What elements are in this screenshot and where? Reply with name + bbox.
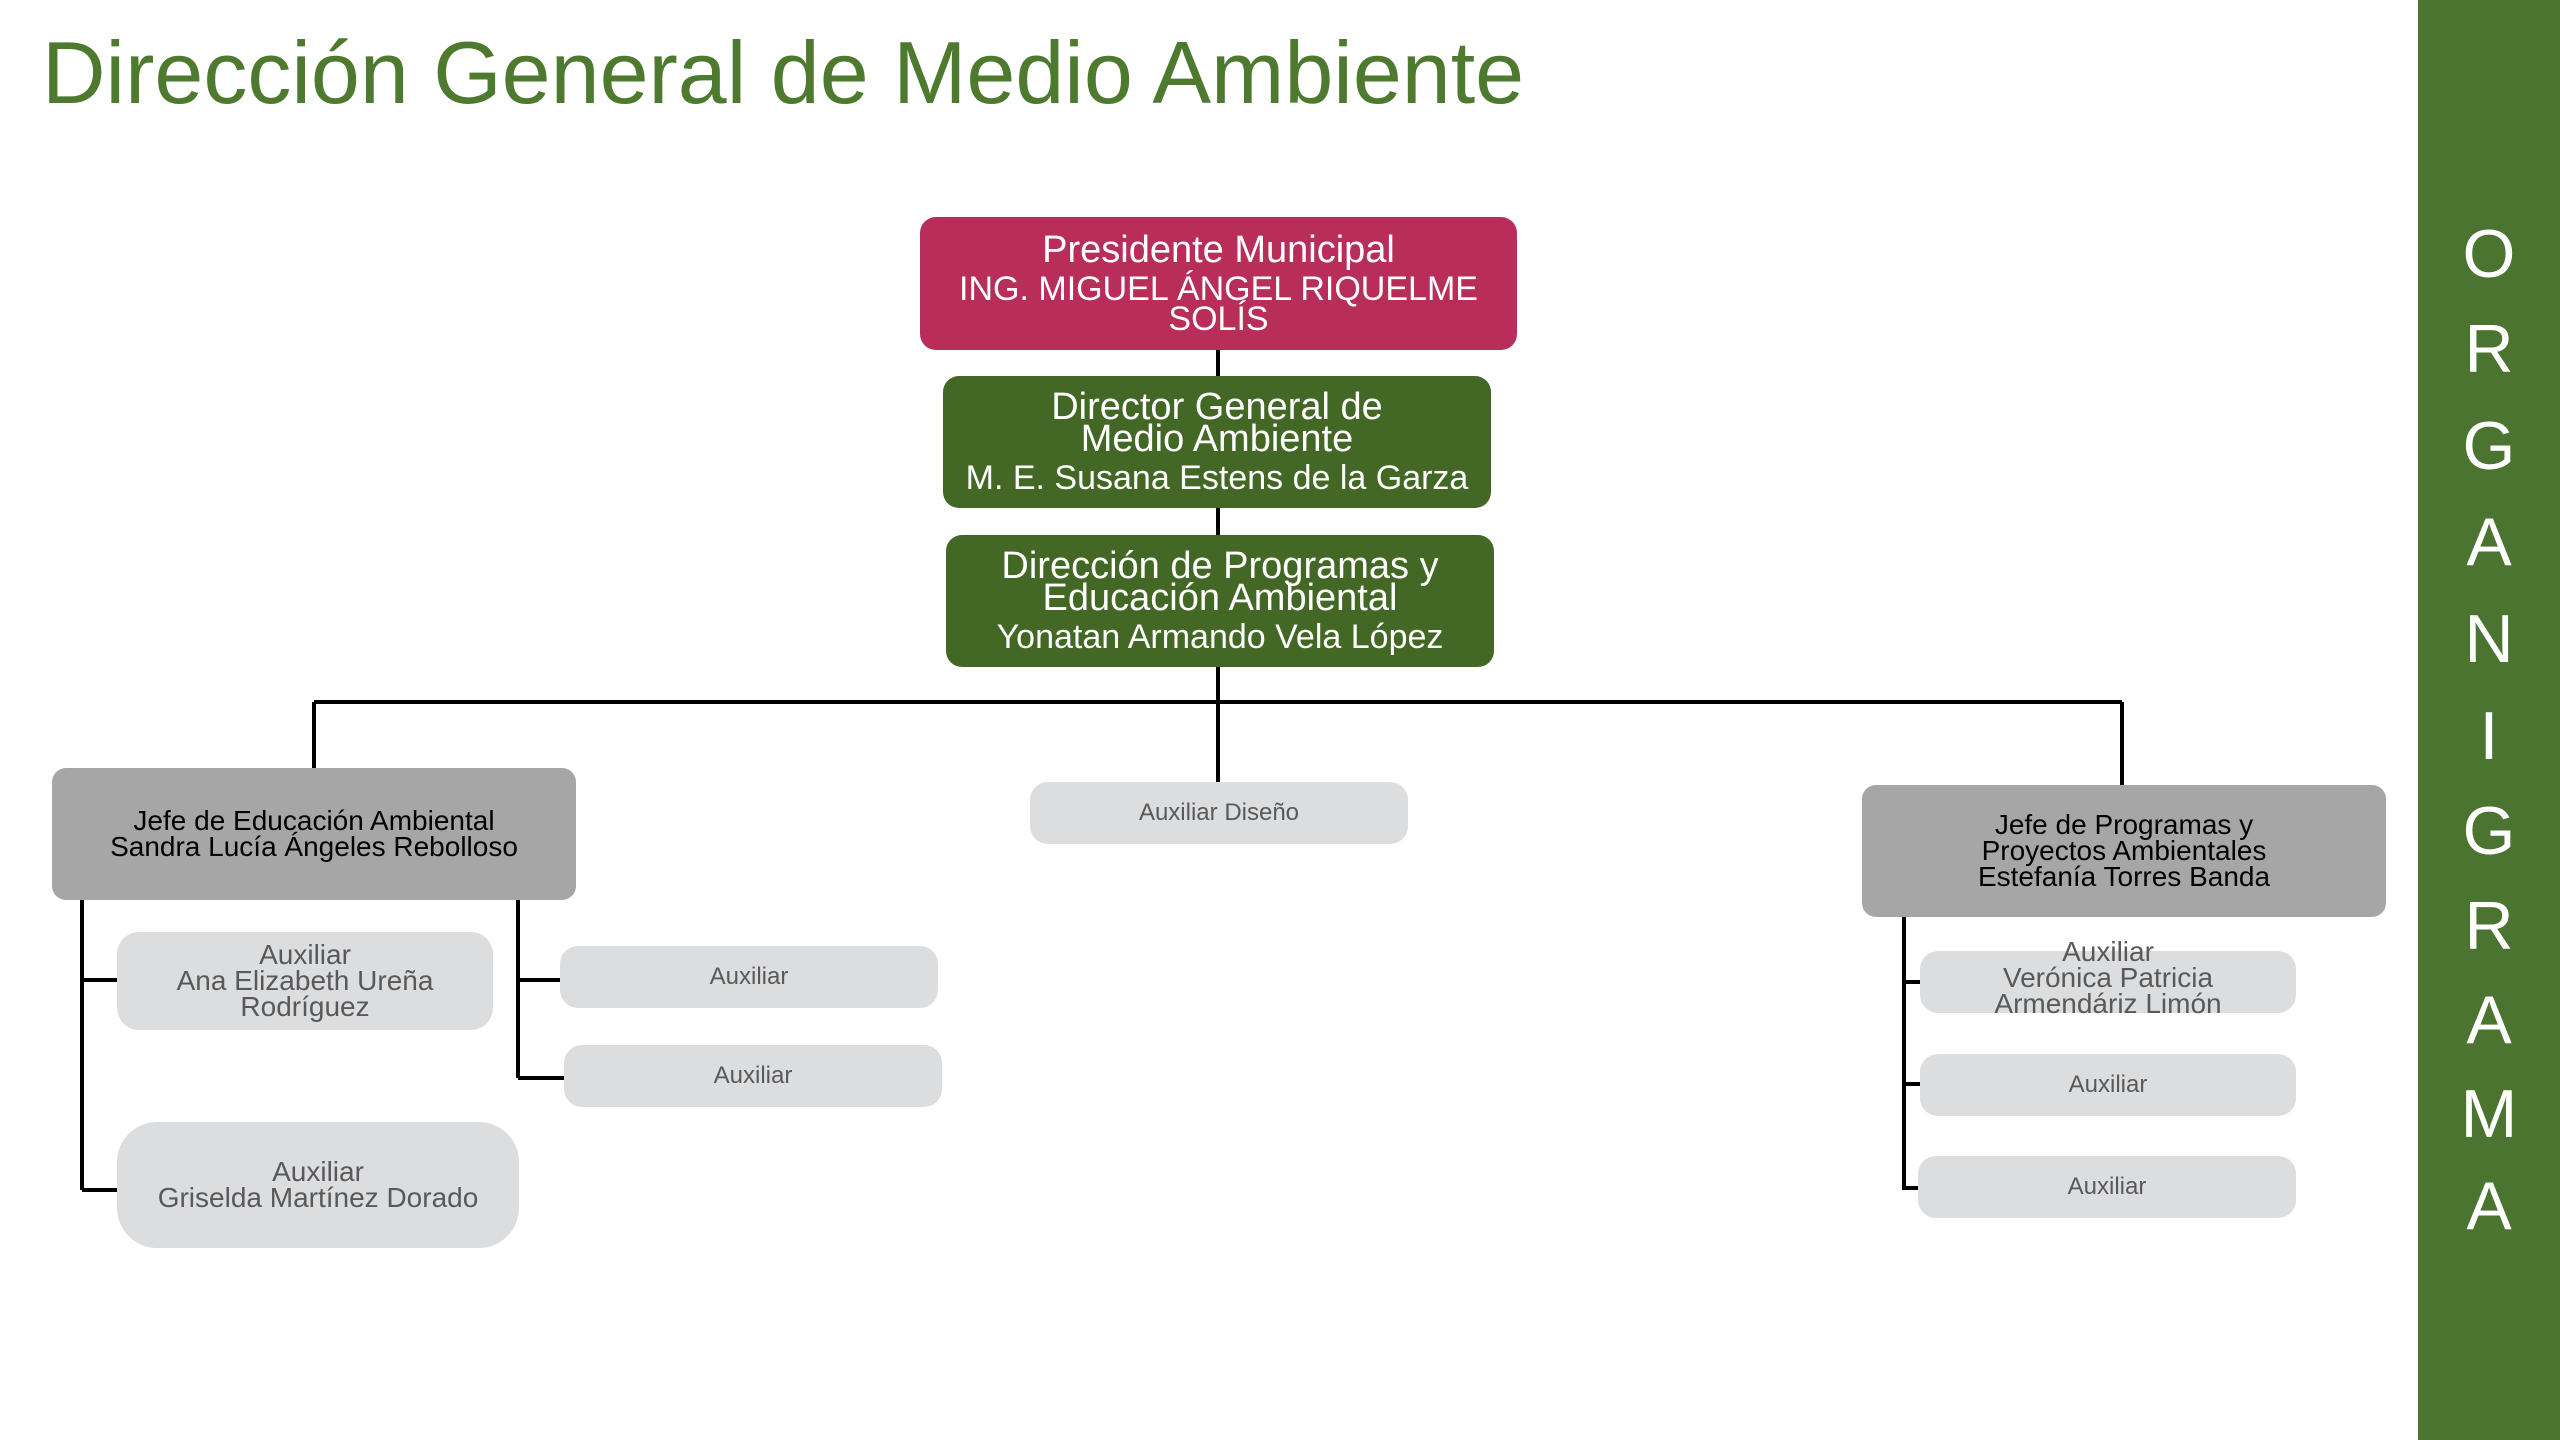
right-assistant-1-name: Verónica Patricia Armendáriz Limón [1994,962,2222,1019]
education-chief-box: Jefe de Educación Ambiental Sandra Lucía… [52,768,576,900]
sidebar-letter: A [2466,1168,2512,1244]
right-assistant-3-box: Auxiliar [1918,1156,2296,1218]
design-assistant-role: Auxiliar Diseño [1138,799,1300,826]
sidebar-letter: G [2462,793,2516,869]
right-assistant-1-role: Auxiliar [2062,936,2154,967]
right-assistant-3-role: Auxiliar [2067,1173,2147,1200]
programs-role: Dirección de Programas y Educación Ambie… [1001,545,1439,619]
organigrama-sidebar: O R G A N I G R A M A [2418,0,2560,1440]
director-name: M. E. Susana Estens de la Garza [965,459,1469,497]
left-assistant-2-name: Griselda Martínez Dorado [157,1182,479,1213]
design-assistant-box: Auxiliar Diseño [1030,782,1408,844]
projects-chief-name: Estefanía Torres Banda [1977,861,2271,892]
sidebar-letter: R [2464,311,2514,387]
education-chief-name: Sandra Lucía Ángeles Rebolloso [110,831,518,862]
left-assistant-1-box: Auxiliar Ana Elizabeth Ureña Rodríguez [117,932,493,1030]
sidebar-letter: A [2466,982,2512,1058]
middle-assistant-2-box: Auxiliar [564,1045,942,1107]
right-assistant-1-box: Auxiliar Verónica Patricia Armendáriz Li… [1920,938,2296,1018]
left-assistant-1-role: Auxiliar [259,939,351,970]
middle-assistant-2-role: Auxiliar [713,1062,793,1089]
programs-box: Dirección de Programas y Educación Ambie… [946,535,1494,667]
sidebar-letter: R [2464,888,2514,964]
president-role: Presidente Municipal [1042,228,1395,271]
president-name: ING. MIGUEL ÁNGEL RIQUELME SOLÍS [959,269,1478,338]
middle-assistant-1-role: Auxiliar [709,963,789,990]
education-chief-role: Jefe de Educación Ambiental [133,805,495,836]
sidebar-letter: A [2466,504,2512,580]
right-assistant-2-box: Auxiliar [1920,1054,2296,1116]
page-title: Dirección General de Medio Ambiente [42,23,1525,122]
programs-name: Yonatan Armando Vela López [996,618,1444,656]
director-role: Director General de Medio Ambiente [1051,386,1383,460]
director-box: Director General de Medio Ambiente M. E.… [943,376,1491,508]
projects-chief-box: Jefe de Programas y Proyectos Ambientale… [1862,785,2386,917]
left-assistant-2-role: Auxiliar [272,1156,364,1187]
middle-assistant-1-box: Auxiliar [560,946,938,1008]
sidebar-letter: M [2460,1076,2518,1152]
sidebar-letter: O [2462,216,2516,292]
left-assistant-1-name: Ana Elizabeth Ureña Rodríguez [176,965,434,1022]
left-assistant-2-box: Auxiliar Griselda Martínez Dorado [117,1122,519,1248]
projects-chief-role: Jefe de Programas y Proyectos Ambientale… [1981,809,2267,866]
sidebar-letter: N [2464,601,2514,677]
right-assistant-2-role: Auxiliar [2068,1071,2148,1098]
president-box: Presidente Municipal ING. MIGUEL ÁNGEL R… [920,217,1517,350]
sidebar-letter: G [2462,408,2516,484]
sidebar-letter: I [2479,698,2499,774]
